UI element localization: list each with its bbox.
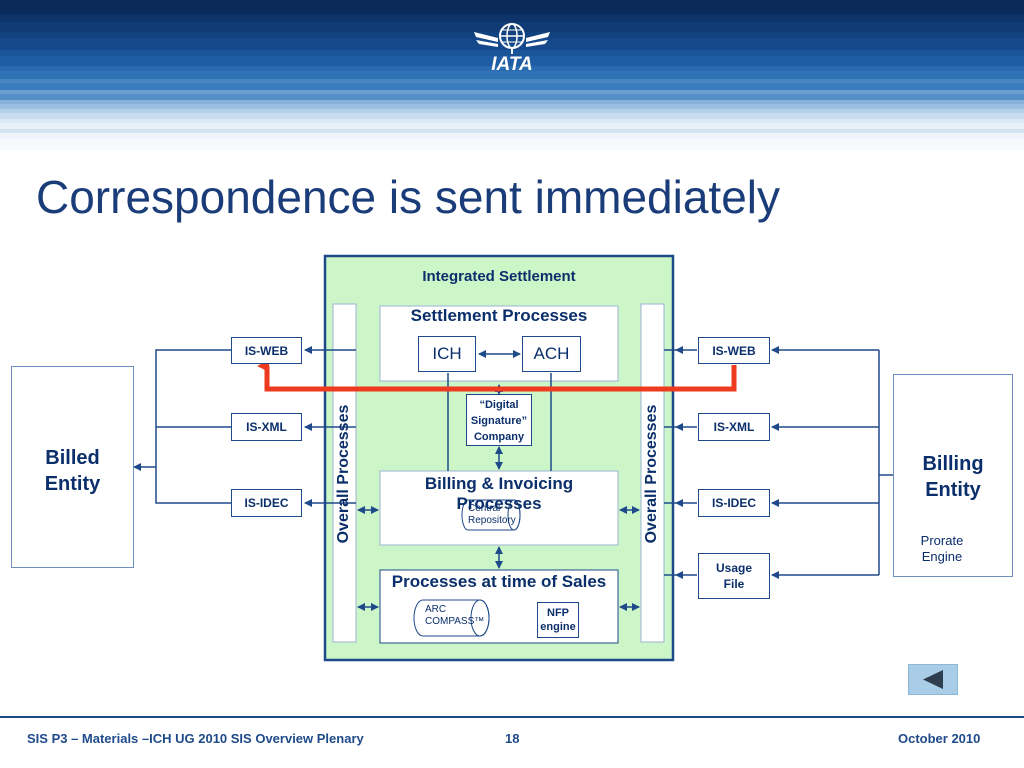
billed-entity-line-1: Billed [45,447,100,469]
header-banner: IATA [0,0,1024,150]
settlement-processes-label: Settlement Processes [410,306,588,325]
integrated-settlement-label: Integrated Settlement [422,268,576,285]
footer-date: October 2010 [898,731,981,746]
footer-left-text: SIS P3 – Materials –ICH UG 2010 SIS Over… [27,731,364,746]
arc-compass-label: ARC COMPASS™ [425,604,485,627]
billing-entity-box: Billing Entity [893,374,1013,577]
digital-signature-box: “Digital Signature” Company [466,394,532,446]
ach-box: ACH [522,336,581,372]
nfp-engine-line-2: engine [540,621,576,633]
overall-processes-right-label: Overall Processes [643,404,660,544]
nfp-engine-line-1: NFP [547,607,569,619]
ach-label: ACH [533,344,570,363]
correspondence-arrow [257,360,737,392]
processes-sales-label: Processes at time of Sales [391,572,607,591]
is-web-left-box: IS-WEB [231,337,302,364]
nfp-engine-box: NFP engine [537,602,579,638]
ich-box: ICH [418,336,476,372]
billing-invoicing-label: Billing & Invoicing Processes [424,474,574,513]
overall-processes-left-label: Overall Processes [335,404,352,544]
digital-signature-line-3: Company [473,431,525,443]
ich-label: ICH [432,344,462,363]
footer-divider [0,716,1024,718]
iata-logo: IATA [474,23,550,75]
central-repository-label: Central Repository [468,503,516,526]
left-triangle-icon [923,670,943,689]
digital-signature-line-2: Signature” [470,415,528,427]
logo-text: IATA [491,54,533,75]
digital-signature-line-1: “Digital [479,399,519,411]
is-idec-right-box: IS-IDEC [698,489,770,517]
billed-entity-line-2: Entity [44,473,101,495]
billing-entity-line-2: Entity [925,479,981,501]
page-title: Correspondence is sent immediately [36,171,781,223]
page-number: 18 [505,731,520,746]
usage-file-line-1: Usage [715,561,753,575]
prorate-engine-label: Prorate Engine [920,533,964,564]
back-button[interactable] [908,664,958,695]
usage-file-box: Usage File [698,553,770,599]
billing-entity-line-1: Billing [922,453,984,475]
is-xml-right-box: IS-XML [698,413,770,441]
billed-entity-box: Billed Entity [11,366,134,568]
is-idec-left-box: IS-IDEC [231,489,302,517]
usage-file-line-2: File [723,577,745,591]
is-xml-left-box: IS-XML [231,413,302,441]
is-web-right-box: IS-WEB [698,337,770,364]
